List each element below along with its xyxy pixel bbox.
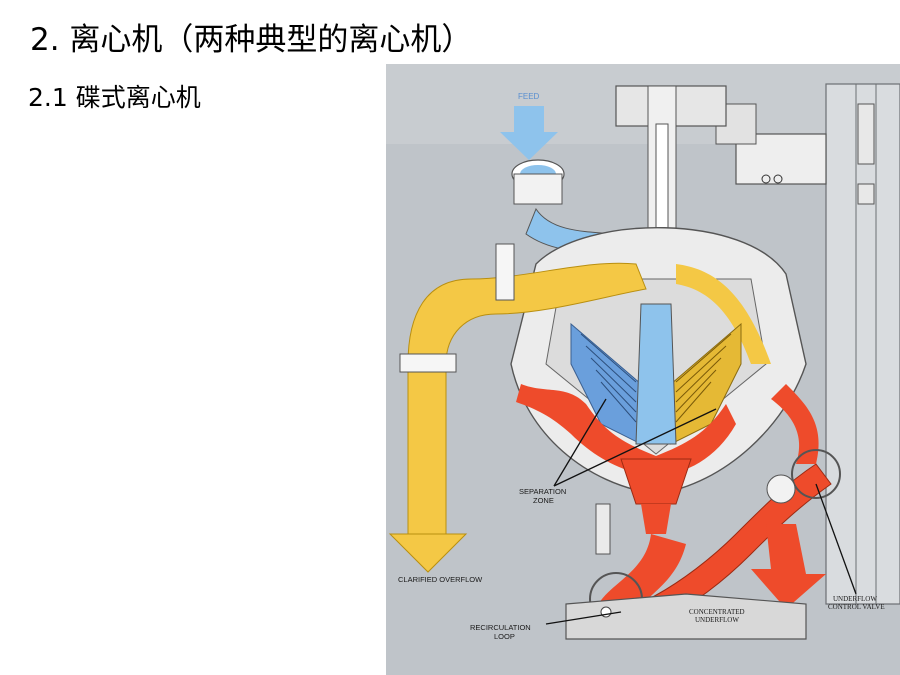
separation-zone-label-1: SEPARATION — [519, 487, 566, 496]
slide-title: 2. 离心机（两种典型的离心机） — [30, 22, 473, 58]
machine-frame — [715, 83, 900, 605]
clarified-overflow-label: CLARIFIED OVERFLOW — [398, 575, 483, 584]
separation-zone-label-2: ZONE — [533, 496, 554, 505]
loop-flanges — [589, 449, 841, 626]
feed-arrow: FEED — [500, 92, 558, 160]
concentrated-underflow-label-1: CONCENTRATED — [689, 608, 745, 616]
recirculation-loop-label-1: RECIRCULATION — [470, 623, 531, 632]
clarified-overflow-flow — [388, 262, 771, 573]
slide-subtitle: 2.1 碟式离心机 — [28, 83, 201, 112]
underflow-control-valve-label-1: UNDERFLOW — [833, 595, 877, 603]
recirculation-loop-label-2: LOOP — [494, 632, 515, 641]
disc-centrifuge-diagram: FEED — [386, 64, 900, 675]
feed-label: FEED — [518, 92, 540, 101]
disc-stack — [570, 303, 742, 445]
underflow-control-valve-label-2: CONTROL VALVE — [828, 603, 885, 611]
base-plate — [565, 503, 807, 640]
concentrated-underflow-label-2: UNDERFLOW — [695, 616, 739, 624]
overflow-flanges — [399, 243, 515, 373]
label-leaders — [545, 398, 857, 625]
underflow-flow — [516, 384, 832, 635]
